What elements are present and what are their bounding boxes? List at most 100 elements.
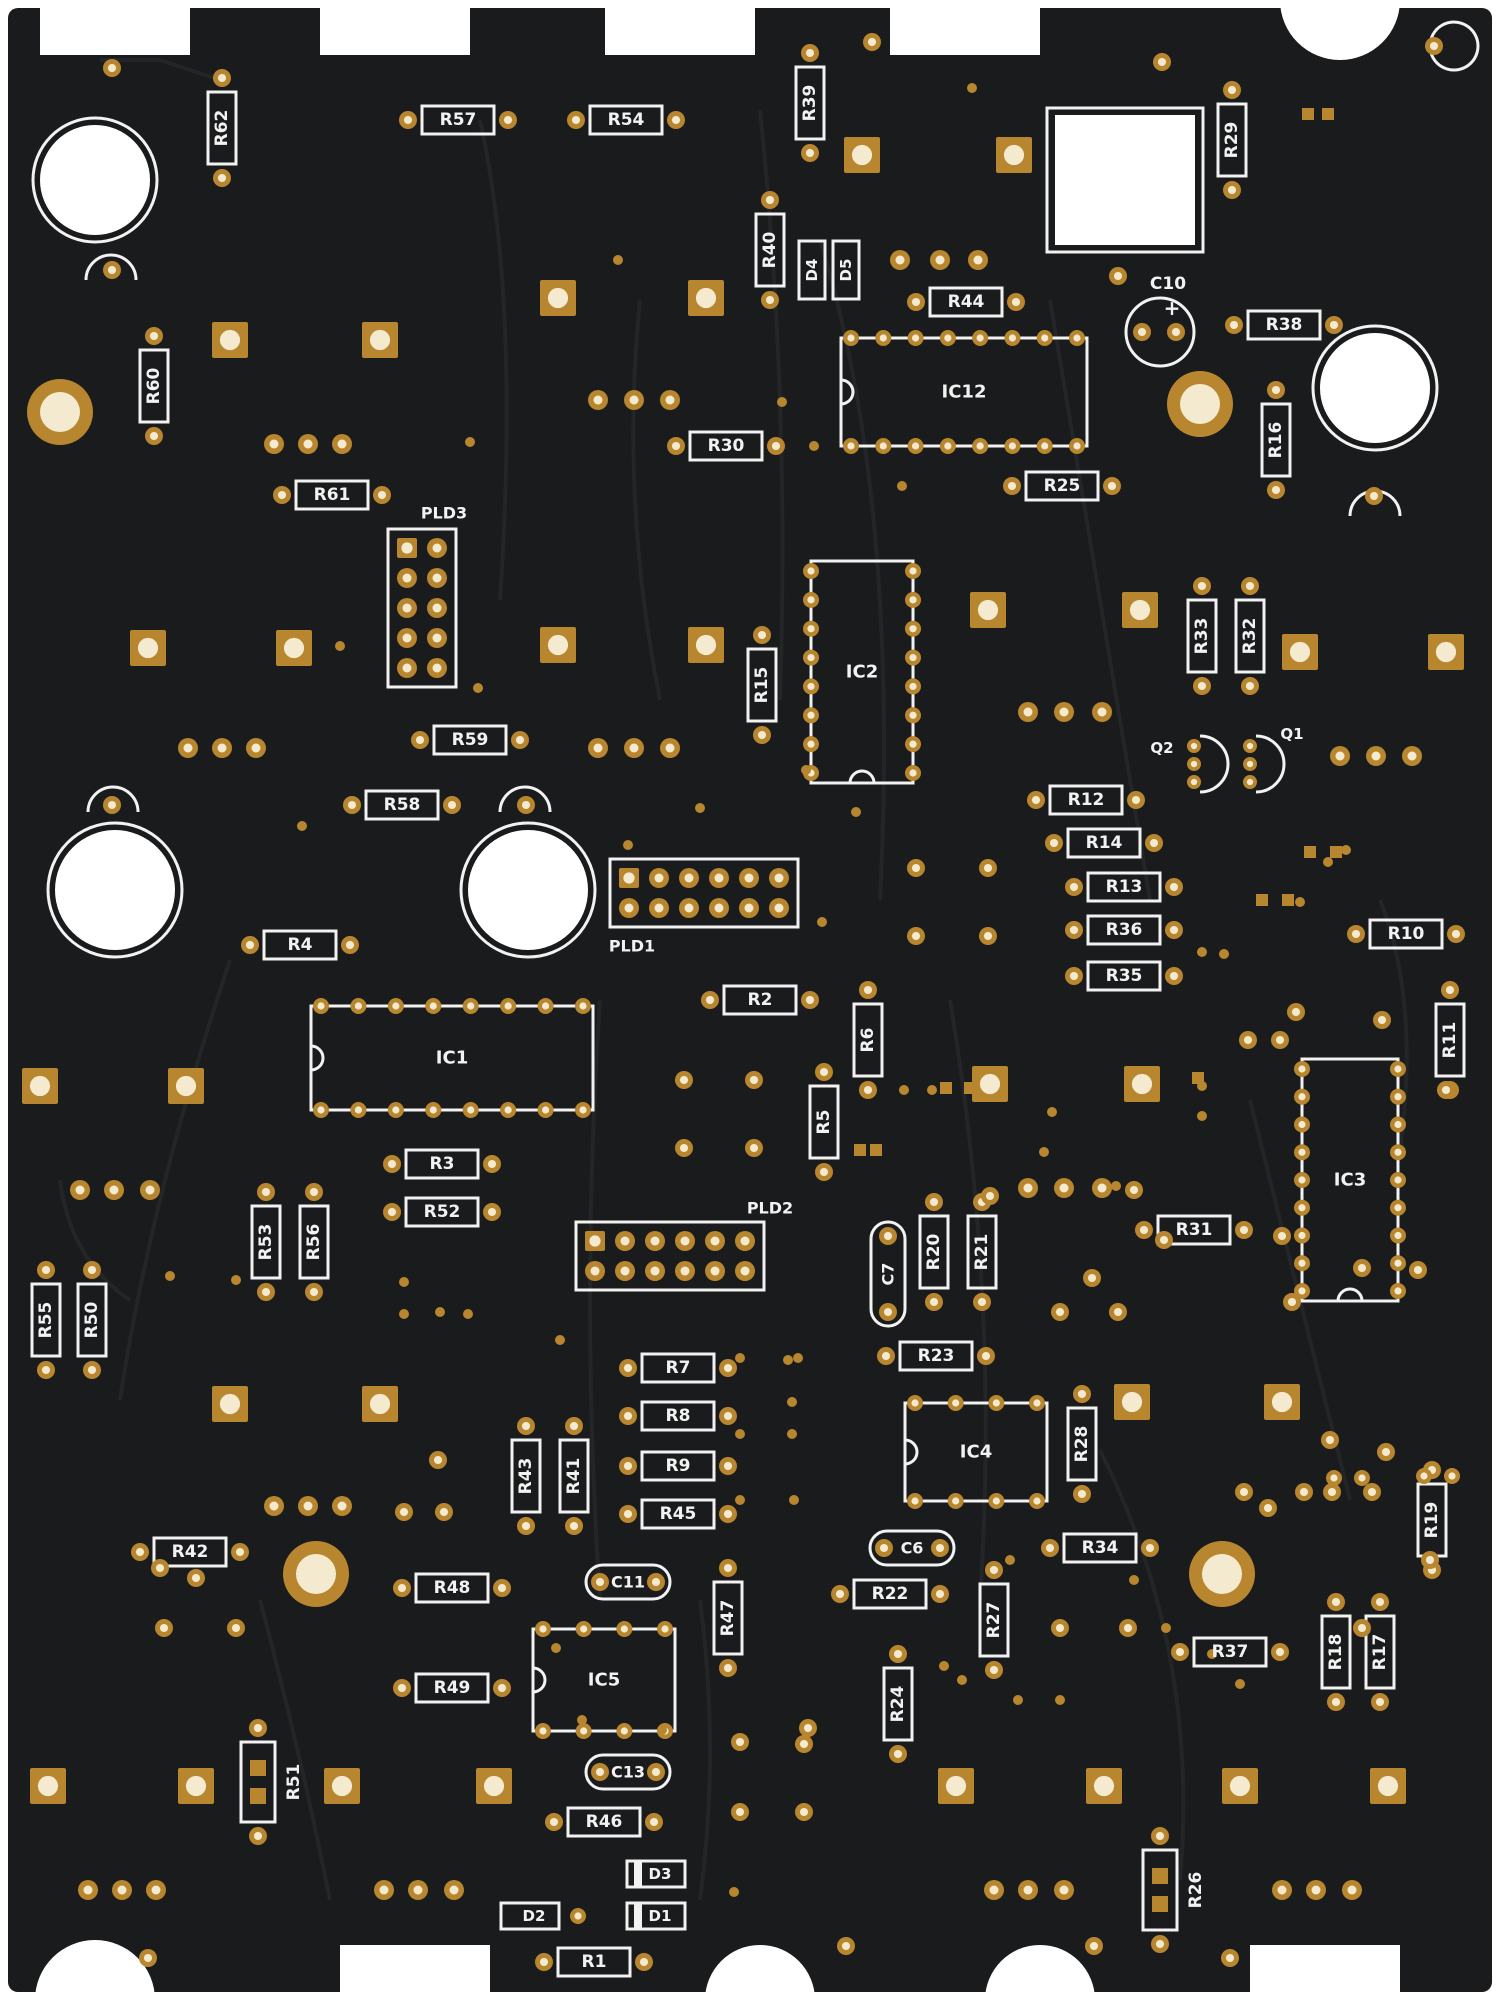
pad-r62-1: [213, 69, 231, 87]
pin-ic1: [387, 1102, 404, 1118]
pad-r33-2: [1193, 677, 1211, 695]
via-pad: [1259, 1499, 1277, 1517]
resistor-r11: R11: [1440, 1022, 1460, 1059]
pad-r30-1: [667, 437, 685, 455]
ic-outline-ic5: [531, 1627, 677, 1733]
via-pad: [1365, 487, 1383, 505]
resistor-outline-r56: [298, 1204, 330, 1280]
header-pin-pld1: [679, 868, 699, 888]
pin-ic2: [905, 765, 921, 781]
pin-ic12: [1069, 330, 1085, 346]
transistor-q2: Q2: [1150, 739, 1173, 757]
jack-pad: [362, 1386, 398, 1422]
pin-ic12: [875, 438, 892, 454]
header-pin-pld1: [739, 868, 759, 888]
resistor-r55: R55: [36, 1302, 56, 1339]
ic-ic1: IC1: [436, 1048, 468, 1069]
pad-r60-2: [145, 427, 163, 445]
resistor-outline-r40: [754, 212, 786, 288]
via: [967, 83, 977, 93]
pot-pad: [1054, 1178, 1074, 1198]
resistor-r49: R49: [434, 1678, 471, 1698]
resistor-outline-r3: [404, 1148, 480, 1180]
pin-ic3: [1294, 1172, 1310, 1188]
resistor-outline-r20: [918, 1214, 950, 1290]
resistor-r35: R35: [1106, 966, 1143, 986]
via-pad: [1273, 1227, 1291, 1245]
resistor-r42: R42: [172, 1542, 209, 1562]
ic-outline-ic12: [839, 336, 1089, 448]
resistor-outline-r18: [1320, 1614, 1352, 1690]
pin-ic12: [972, 438, 989, 454]
pot-pad: [1092, 1178, 1112, 1198]
via: [1323, 857, 1333, 867]
resistor-r44: R44: [948, 292, 985, 312]
smd-pad: [1330, 846, 1342, 858]
via: [735, 1353, 745, 1363]
pad-r58-1: [343, 796, 361, 814]
pad-r42-1: [131, 1543, 149, 1561]
ic-ic4: IC4: [960, 1442, 992, 1463]
resistor-r38: R38: [1266, 315, 1303, 335]
via-pad: [1363, 1483, 1381, 1501]
pad-r41-2: [565, 1517, 583, 1535]
jack-pad: [972, 1066, 1008, 1102]
pad-c13: [591, 1763, 609, 1781]
resistor-outline-r33: [1186, 598, 1218, 674]
via: [465, 437, 475, 447]
pad-r55-1: [37, 1261, 55, 1279]
pad-r7-2: [719, 1359, 737, 1377]
via: [657, 1725, 667, 1735]
copper-trace: [588, 999, 602, 1601]
transistor-outline-q1: [1255, 734, 1286, 794]
pad-r47-1: [719, 1559, 737, 1577]
via: [735, 1429, 745, 1439]
capacitor-c11: C11: [611, 1573, 645, 1592]
pin-ic2: [905, 620, 921, 637]
pad-r3-2: [483, 1155, 501, 1173]
via-pad: [799, 1719, 817, 1737]
pin-ic12: [1036, 330, 1053, 346]
pad-r13-1: [1065, 878, 1083, 896]
pad-r57-1: [399, 111, 417, 129]
resistor-r50: R50: [82, 1301, 102, 1338]
via-pad: [1221, 1949, 1239, 1967]
pot-pad: [1366, 746, 1386, 766]
resistor-r14: R14: [1086, 833, 1123, 853]
via-pad: [1109, 267, 1127, 285]
via-pad: [981, 1187, 999, 1205]
jack-pad: [178, 1768, 214, 1804]
resistor-r45: R45: [660, 1504, 697, 1524]
pot-pad: [178, 738, 198, 758]
diode-outline-d1: [625, 1901, 687, 1931]
pin-ic2: [803, 620, 819, 637]
pad-r51: [249, 1719, 267, 1737]
jack-pad: [212, 322, 248, 358]
pad-r35-1: [1065, 967, 1083, 985]
pin-ic1: [387, 998, 404, 1014]
via-pad: [1323, 1483, 1341, 1501]
smd-pad: [1322, 108, 1334, 120]
pad-r35-2: [1165, 967, 1183, 985]
pad-r52-2: [483, 1203, 501, 1221]
pad-r9-1: [619, 1457, 637, 1475]
pad-r31-1: [1135, 1221, 1153, 1239]
pot-pad: [968, 250, 988, 270]
via: [473, 683, 483, 693]
resistor-r48: R48: [434, 1578, 471, 1598]
via-pad: [1354, 1470, 1370, 1486]
resistor-r39: R39: [800, 85, 820, 122]
pad-r55-2: [37, 1361, 55, 1379]
jack-pad: [22, 1068, 58, 1104]
pin-ic3: [1294, 1255, 1310, 1272]
pad-r33-1: [1193, 577, 1211, 595]
pad-r9-2: [719, 1457, 737, 1475]
pot-pad: [1306, 1880, 1326, 1900]
resistor-r47: R47: [718, 1600, 738, 1637]
via: [793, 1353, 803, 1363]
resistor-r59: R59: [452, 730, 489, 750]
resistor-outline-r55: [30, 1282, 62, 1358]
pad-c11: [591, 1573, 609, 1591]
jack-pad: [1370, 1768, 1406, 1804]
pad-r16-2: [1267, 481, 1285, 499]
